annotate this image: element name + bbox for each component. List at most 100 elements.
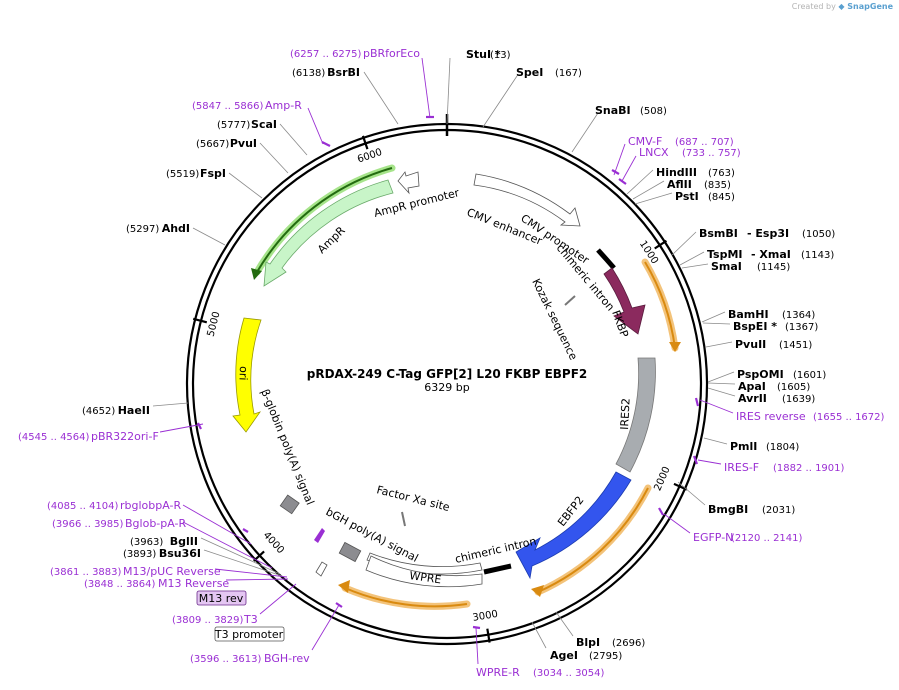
site-leader-line	[634, 192, 673, 205]
site-leader-line	[531, 621, 547, 649]
primer-label[interactable]: M13/pUC Reverse	[123, 565, 221, 578]
site-label[interactable]: HindIII	[656, 166, 697, 179]
site-position: (1367)	[785, 322, 818, 333]
site-label[interactable]: BsmBI	[699, 227, 738, 240]
site-label[interactable]: SpeI	[516, 66, 543, 79]
feature-fkbp	[603, 267, 646, 335]
primer-leader-line	[311, 604, 340, 651]
orf-arc-wpre	[341, 584, 471, 610]
primer-leader-line	[621, 155, 637, 182]
site-label[interactable]: HaeII	[118, 404, 150, 417]
site-position: (167)	[555, 68, 582, 79]
site-label[interactable]: PvuII	[735, 338, 766, 351]
site-label[interactable]: SnaBI	[595, 104, 631, 117]
primer-binding-mark	[694, 397, 700, 407]
primer-label[interactable]: LNCX	[639, 146, 669, 159]
primer-label[interactable]: IRES-F	[724, 461, 759, 474]
tick-2000	[673, 482, 688, 491]
t3-promoter-box[interactable]	[214, 626, 285, 642]
site-label[interactable]: AgeI	[550, 649, 578, 662]
site-label[interactable]: FspI	[200, 167, 226, 180]
orf-arrow-fkbp	[669, 342, 681, 352]
tick-1000	[654, 239, 668, 250]
site-label[interactable]: PvuI	[230, 137, 257, 150]
orf-arrow-ebfp2	[531, 585, 544, 597]
site-label[interactable]: ApaI	[738, 380, 766, 393]
site-leader-line	[446, 57, 451, 125]
m13rev-label[interactable]: M13 rev	[199, 592, 244, 605]
primer-label[interactable]: M13 Reverse	[158, 577, 229, 590]
orf-arc-fkbp-core	[644, 261, 676, 349]
site-leader-line	[707, 371, 735, 383]
feature-chimeric-intron-1	[596, 248, 616, 270]
site-label[interactable]: PmlI	[730, 440, 757, 453]
feature-lac-operator	[315, 561, 328, 577]
tick-3000	[486, 628, 491, 643]
site-label[interactable]: BlpI	[576, 636, 600, 649]
primer-leader-line	[699, 399, 734, 414]
primer-range: (2120 .. 2141)	[731, 533, 803, 544]
site-label[interactable]: BsrBI	[327, 66, 360, 79]
orf-arrow-wpre	[338, 580, 350, 593]
site-position: (5667)	[196, 139, 229, 150]
primer-label[interactable]: Amp-R	[265, 99, 302, 112]
site-label[interactable]: ScaI	[251, 118, 277, 131]
primer-binding-mark	[658, 507, 664, 516]
primer-label[interactable]: EGFP-N	[693, 531, 733, 544]
m13rev-box[interactable]	[196, 590, 247, 606]
primer-label[interactable]: Bglob-pA-R	[125, 517, 187, 530]
site-label[interactable]: Bsu36I	[159, 547, 201, 560]
site-position: (5297)	[126, 224, 159, 235]
primer-binding-mark	[692, 455, 699, 465]
site-label[interactable]: BglII	[170, 535, 198, 548]
snapgene-logo: ◆ SnapGene	[838, 2, 893, 11]
site-label[interactable]: BamHI	[728, 308, 769, 321]
primer-label[interactable]: IRES reverse	[736, 410, 806, 423]
site-label[interactable]: SmaI	[711, 260, 742, 273]
site-label[interactable]: StuI *	[466, 48, 501, 61]
site-label[interactable]: PstI	[675, 190, 699, 203]
site-position: (1451)	[779, 340, 812, 351]
site-label[interactable]: AflII	[667, 178, 692, 191]
orf-arc-fkbp	[641, 258, 679, 352]
site-position: (845)	[708, 192, 735, 203]
primer-label[interactable]: BGH-rev	[264, 652, 310, 665]
site-leader-line	[707, 387, 736, 397]
tick-label: 5000	[206, 310, 223, 337]
site-label[interactable]: TspMI	[707, 248, 743, 261]
label-wpre: WPRE	[409, 569, 443, 586]
snapgene-credit: Created by ◆ SnapGene	[792, 2, 893, 11]
site-label[interactable]: BspEI *	[733, 320, 777, 333]
label-ires2: IRES2	[618, 398, 633, 430]
primer-label[interactable]: T3	[243, 613, 258, 626]
site-label[interactable]: BmgBI	[708, 503, 748, 516]
site-position: (2696)	[612, 638, 645, 649]
site-position: (2031)	[762, 505, 795, 516]
site-position: (508)	[640, 106, 667, 117]
tick-5000	[192, 317, 208, 324]
primer-range: (6257 .. 6275)	[290, 49, 362, 60]
feature-factor-xa	[401, 511, 406, 527]
site-label[interactable]: AhdI	[162, 222, 190, 235]
primer-leader-line	[421, 57, 431, 119]
label-kozak: Kozak sequence	[529, 277, 580, 363]
primer-binding-mark	[321, 141, 331, 147]
site-label[interactable]: AvrII	[738, 392, 767, 405]
primer-label[interactable]: pBRforEco	[363, 47, 420, 60]
primer-label[interactable]: CMV-F	[628, 135, 662, 148]
feature-ampr-promoter	[397, 171, 420, 195]
primer-label[interactable]: pBR322ori-F	[91, 430, 159, 443]
site-position: (1601)	[793, 370, 826, 381]
plasmid-name: pRDAX-249 C-Tag GFP[2] L20 FKBP EBPF2	[307, 367, 588, 381]
primer-label[interactable]: rbglobpA-R	[120, 499, 181, 512]
primer-leader-line	[307, 107, 324, 145]
feature-wpre-body	[365, 555, 483, 588]
site-position: (6138)	[292, 68, 325, 79]
site-label-secondary[interactable]: - Esp3I	[747, 227, 789, 240]
primer-label[interactable]: WPRE-R	[476, 666, 520, 679]
site-position: (1364)	[782, 310, 815, 321]
t3-promoter-label[interactable]: T3 promoter	[214, 628, 284, 641]
site-label-secondary[interactable]: - XmaI	[751, 248, 791, 261]
site-label[interactable]: PspOMI	[737, 368, 784, 381]
primer-leader-line	[259, 583, 297, 615]
